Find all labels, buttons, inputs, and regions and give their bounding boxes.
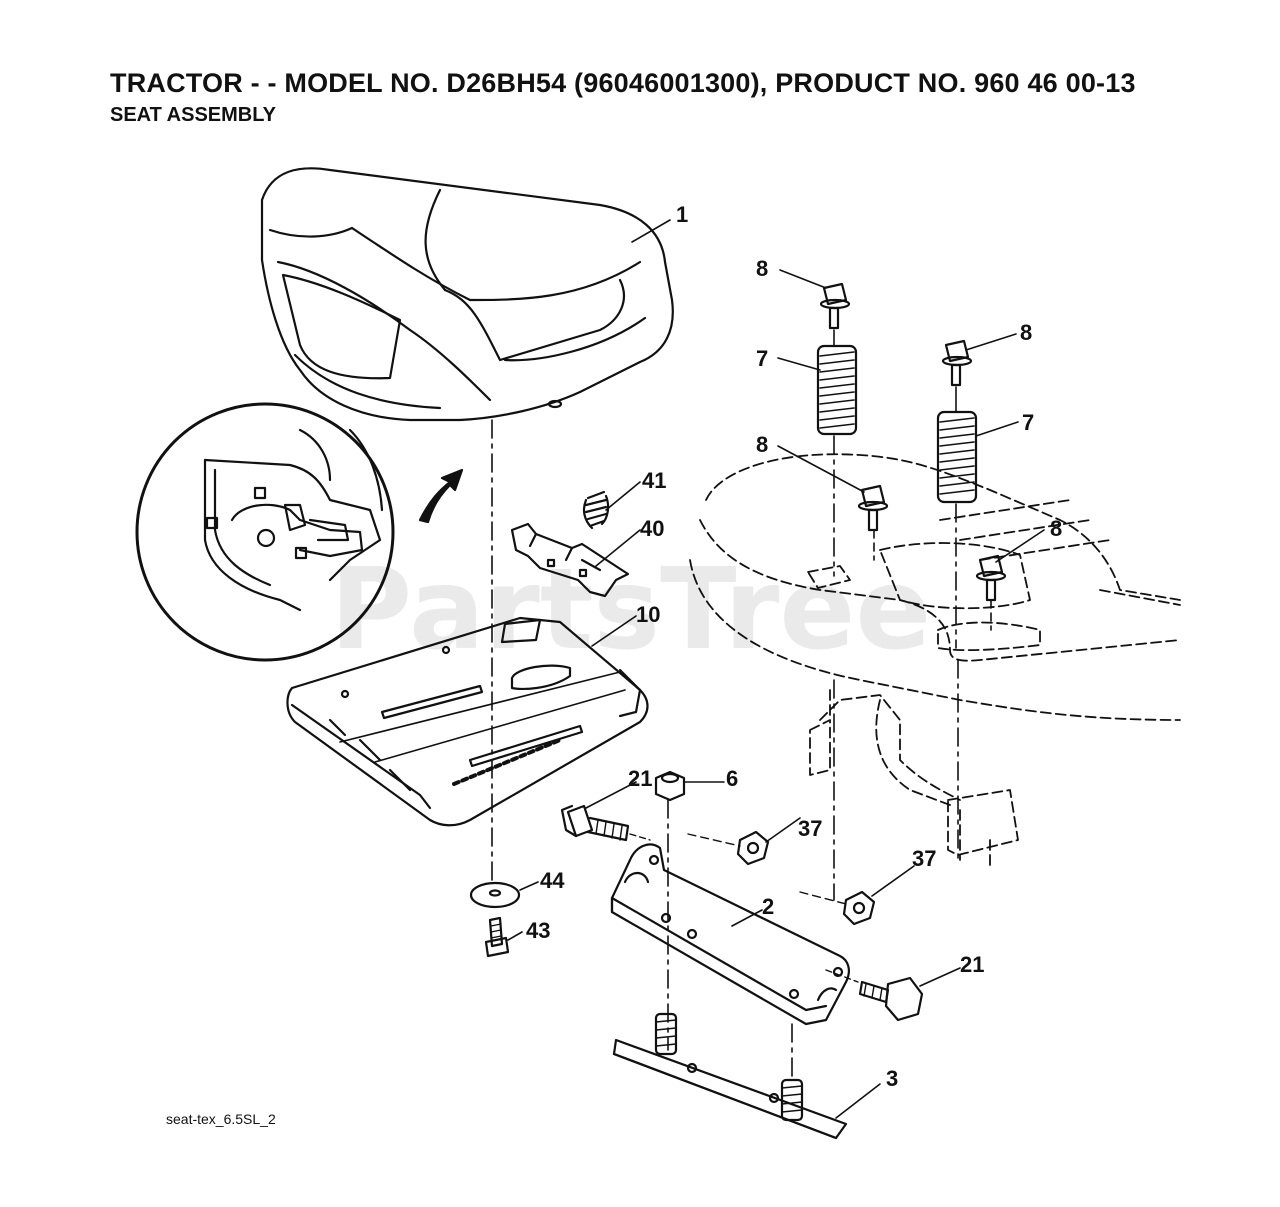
- callout-21-left: 21: [628, 766, 652, 791]
- callout-41: 41: [642, 468, 666, 493]
- callout-37-lower: 37: [912, 846, 936, 871]
- callout-6: 6: [726, 766, 738, 791]
- bolt-mid-left-part[interactable]: [857, 484, 889, 532]
- drawing-code: seat-tex_6.5SL_2: [166, 1111, 276, 1127]
- bracket-part[interactable]: [610, 843, 850, 1026]
- callout-8-mid-right: 8: [1050, 516, 1062, 541]
- callout-8-top-left: 8: [756, 256, 768, 281]
- callout-3: 3: [886, 1066, 898, 1091]
- nut-part[interactable]: [654, 770, 686, 802]
- bolt-right-part[interactable]: [858, 976, 924, 1022]
- callout-8-top-right: 8: [1020, 320, 1032, 345]
- bolt-mid-right-part[interactable]: [975, 554, 1007, 602]
- callout-8-mid-left: 8: [756, 432, 768, 457]
- callout-43: 43: [526, 918, 550, 943]
- screw-part[interactable]: [484, 916, 510, 958]
- leader-lines: [507, 219, 1045, 1119]
- seat-part[interactable]: [260, 167, 674, 422]
- bolt-top-left-part[interactable]: [819, 282, 851, 330]
- spring-right-part[interactable]: [936, 410, 978, 504]
- frame-outline: [689, 453, 1181, 866]
- watermark: PartsTree: [330, 545, 931, 675]
- spring-left-part[interactable]: [816, 344, 858, 436]
- callout-37-upper: 37: [798, 816, 822, 841]
- small-spring-part[interactable]: [582, 490, 610, 530]
- callout-21-right: 21: [960, 952, 984, 977]
- detail-magnifier[interactable]: [135, 402, 464, 662]
- callout-40: 40: [640, 516, 664, 541]
- bolt-top-right-part[interactable]: [941, 339, 973, 387]
- locknut-upper-part[interactable]: [736, 830, 770, 866]
- page-title: TRACTOR - - MODEL NO. D26BH54 (960460013…: [110, 68, 1136, 98]
- callout-10: 10: [636, 602, 660, 627]
- page-subtitle: SEAT ASSEMBLY: [110, 104, 276, 126]
- callout-2: 2: [762, 894, 774, 919]
- callout-44: 44: [540, 868, 565, 893]
- clip-part[interactable]: [510, 522, 630, 598]
- callout-7-left: 7: [756, 346, 768, 371]
- seat-pan-part[interactable]: [286, 616, 649, 827]
- plate-part[interactable]: [612, 1012, 848, 1140]
- callout-1: 1: [676, 202, 688, 227]
- washer-part[interactable]: [469, 881, 521, 909]
- callout-7-right: 7: [1022, 410, 1034, 435]
- locknut-lower-part[interactable]: [842, 890, 876, 926]
- bolt-left-part[interactable]: [560, 804, 630, 842]
